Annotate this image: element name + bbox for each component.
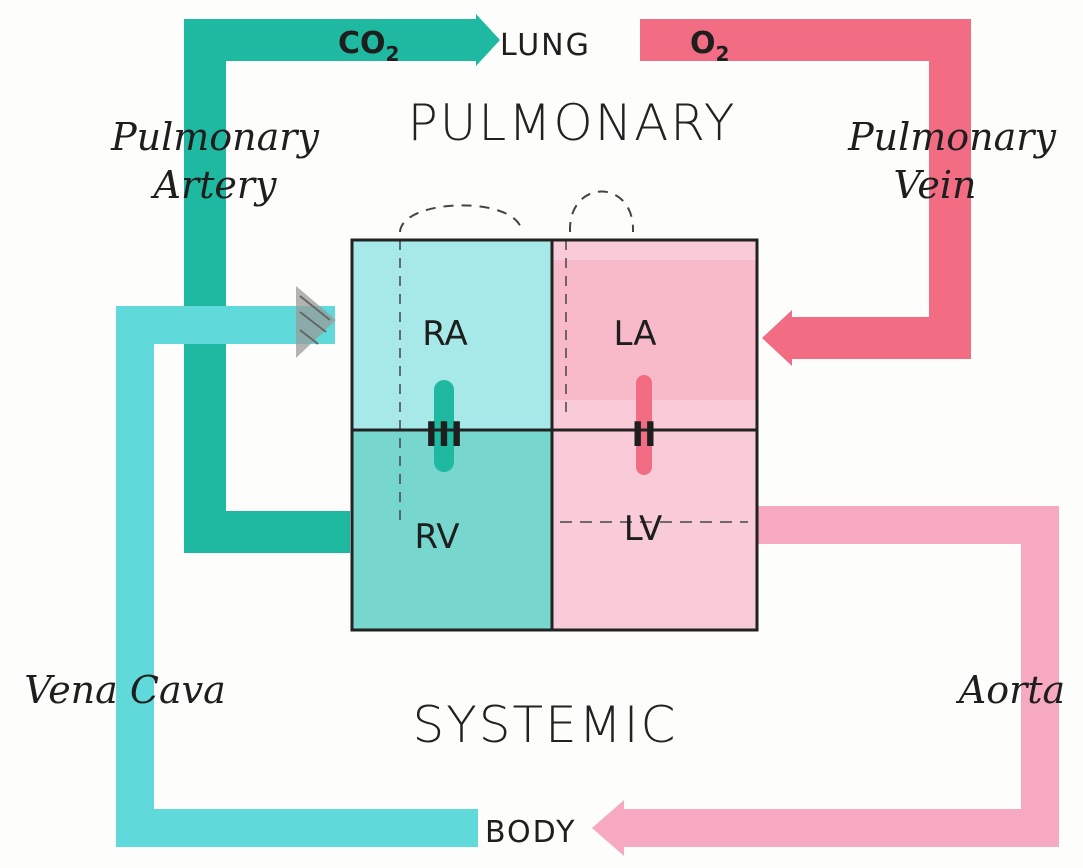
- pulmonary-vein-label-line1: Pulmonary: [847, 115, 1056, 159]
- pulmonary-artery-arrowhead: [476, 14, 500, 66]
- body-label: BODY: [485, 815, 576, 850]
- pulmonary-circuit-title: PULMONARY: [408, 94, 737, 152]
- chamber-label-lv: LV: [624, 509, 662, 549]
- pulmonary-vein-arrowhead: [762, 310, 792, 366]
- chamber-label-rv: RV: [414, 517, 459, 557]
- aorta-label: Aorta: [956, 668, 1065, 712]
- pulmonary-trunk-outline: [400, 205, 522, 232]
- mitral-valve-symbol: II: [631, 415, 656, 455]
- pulmonary-artery-label-line1: Pulmonary: [110, 115, 319, 159]
- chamber-label-la: LA: [614, 314, 657, 354]
- systemic-circuit-title: SYSTEMIC: [413, 696, 678, 754]
- pulmonary-vein-label-line2: Vein: [893, 163, 976, 207]
- tricuspid-valve-symbol: III: [425, 415, 463, 455]
- lung-label: LUNG: [500, 28, 591, 63]
- aortic-arch-outline: [570, 192, 633, 233]
- chamber-label-ra: RA: [422, 314, 468, 354]
- pulmonary-artery-label-line2: Artery: [151, 163, 278, 207]
- vena-cava-label: Vena Cava: [24, 668, 226, 712]
- aorta-arrowhead: [592, 800, 624, 856]
